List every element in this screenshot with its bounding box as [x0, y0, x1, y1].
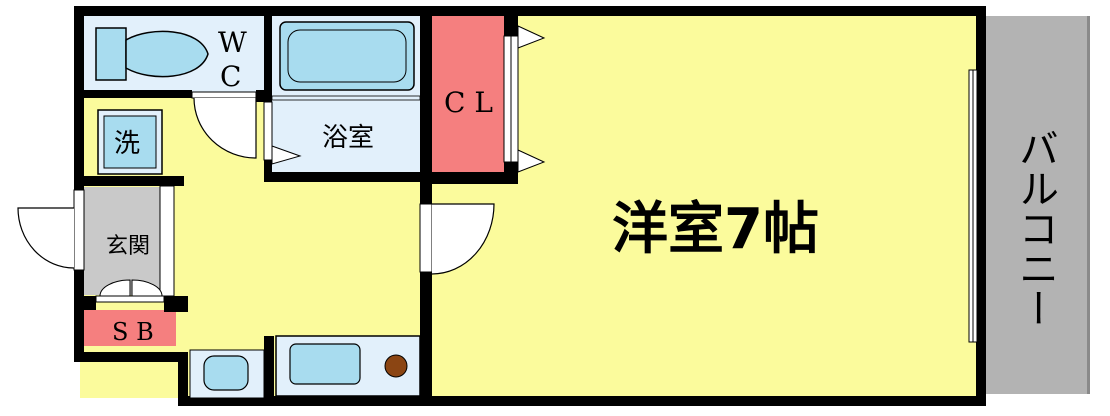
washer-icon [97, 109, 163, 175]
walls [74, 6, 986, 406]
wc-door [191, 91, 257, 159]
entrance-floor [84, 187, 174, 295]
washer-label: 洗 [114, 129, 140, 159]
sink-icon [189, 349, 265, 399]
kitchen-counter [275, 335, 421, 397]
drain-icon [384, 354, 408, 378]
bathtub-icon [279, 21, 415, 91]
toilet-icon [95, 27, 209, 81]
main-room-floor [430, 12, 978, 398]
shoebox-label: S B [112, 318, 154, 346]
closet [432, 14, 504, 174]
closet-label: C L [444, 86, 493, 119]
main-room-label: 洋室7帖 [612, 197, 819, 262]
bath-label: 浴室 [322, 123, 374, 153]
main-room-door [419, 203, 495, 275]
wc-label-w: W [218, 26, 247, 59]
shoebox [84, 310, 176, 346]
entrance-label: 玄関 [106, 234, 150, 259]
entrance-door [17, 189, 85, 271]
balcony: バルコニー [982, 16, 1090, 394]
wc-label-c: C [220, 60, 241, 93]
balcony-label: バルコニー [1012, 128, 1058, 328]
